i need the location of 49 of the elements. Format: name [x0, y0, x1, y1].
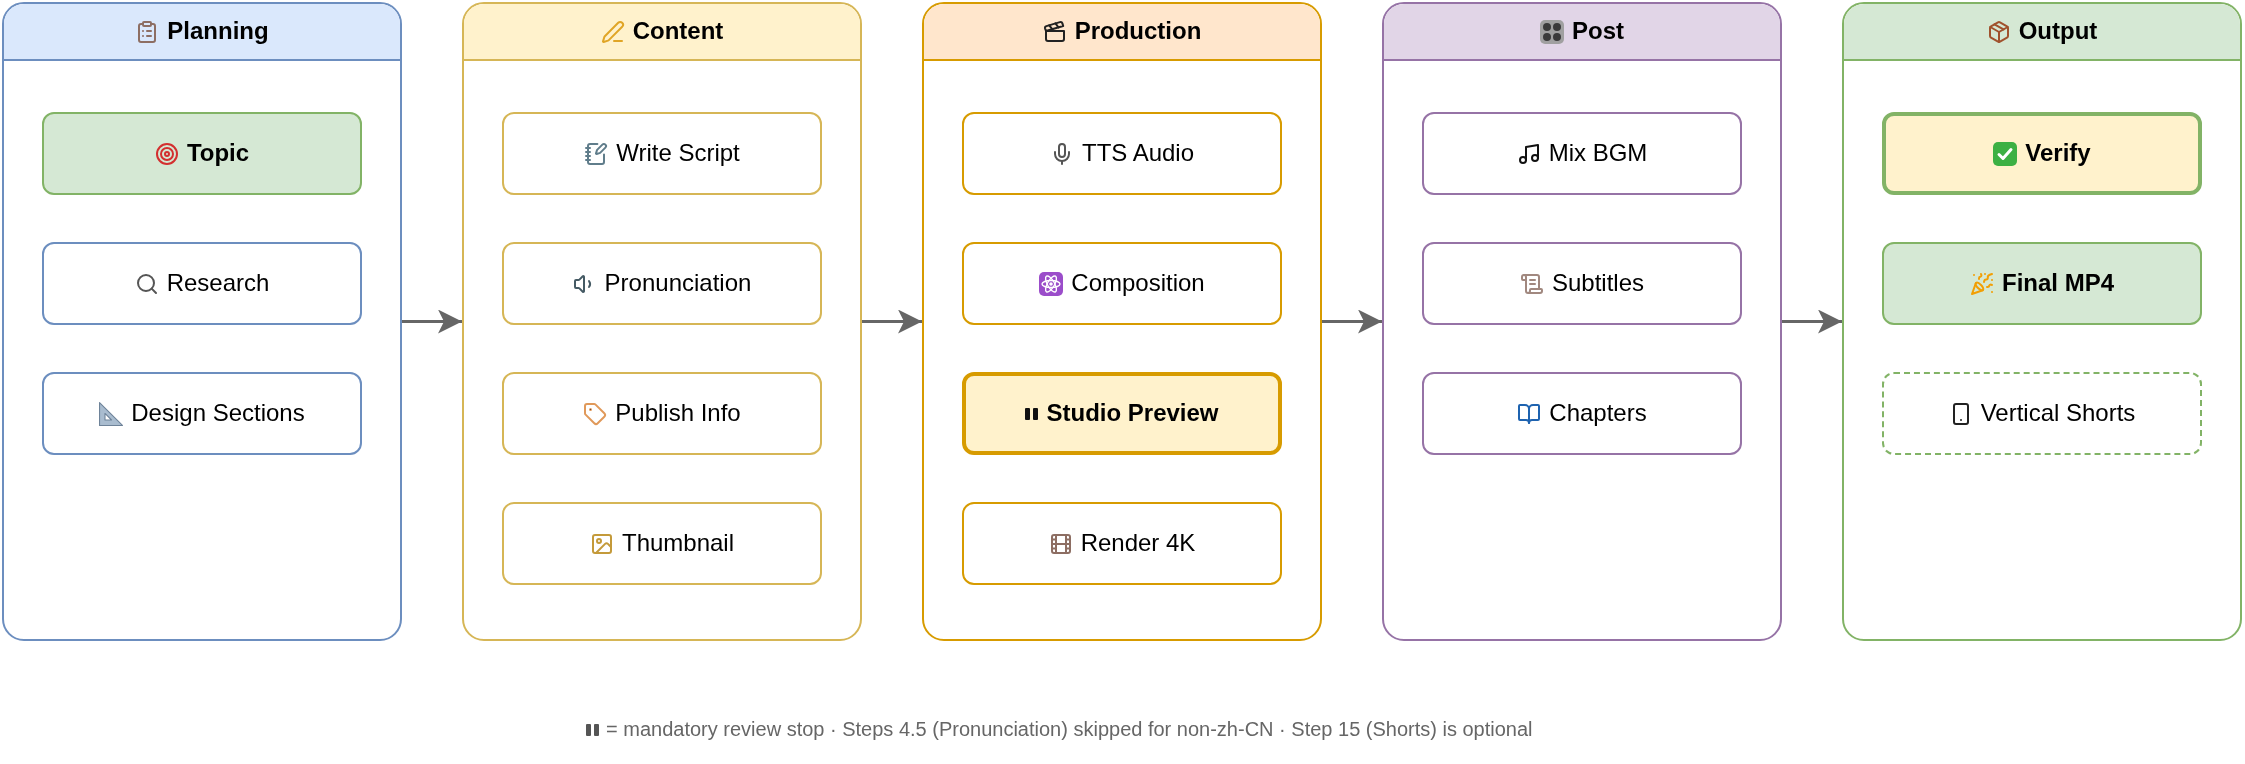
step-label: Subtitles: [1551, 269, 1645, 298]
process-box: [962, 502, 1282, 585]
swimlane: [462, 2, 862, 641]
swimlane: [922, 2, 1322, 641]
process-box: [1422, 372, 1742, 455]
process-box: [1422, 112, 1742, 195]
lane-title: Output: [2018, 17, 2098, 46]
step-label: Chapters: [1549, 399, 1647, 428]
step-label: Mix BGM: [1548, 139, 1648, 168]
process-box: [502, 502, 822, 585]
lane-title: Post: [1572, 17, 1624, 46]
process-box: [42, 112, 362, 195]
process-box: [502, 242, 822, 325]
process-box: [962, 112, 1282, 195]
process-box: [962, 242, 1282, 325]
process-box: [962, 372, 1282, 455]
caption-text: = mandatory review stop · Steps 4.5 (Pronunciation) skipped for non-zh-CN · Step 15 (Shorts) is optional: [606, 717, 1533, 742]
step-label: Verify: [2025, 139, 2091, 168]
step-label: Research: [166, 269, 270, 298]
process-box: [1882, 112, 2202, 195]
step-label: Studio Preview: [1046, 399, 1219, 428]
arrow: [862, 309, 922, 334]
step-label: Vertical Shorts: [1980, 399, 2136, 428]
step-label: Composition: [1071, 269, 1205, 298]
process-box: [42, 242, 362, 325]
swimlane: [1382, 2, 1782, 641]
step-label: TTS Audio: [1081, 139, 1195, 168]
step-label: Topic: [186, 139, 250, 168]
swimlane: [1842, 2, 2242, 641]
process-box: [1422, 242, 1742, 325]
step-label: Write Script: [616, 139, 740, 168]
step-label: Publish Info: [615, 399, 741, 428]
process-box: [1882, 372, 2202, 455]
process-box: [502, 112, 822, 195]
process-box: [502, 372, 822, 455]
process-box: [42, 372, 362, 455]
swimlane: [2, 2, 402, 641]
step-label: Render 4K: [1080, 529, 1196, 558]
lane-title: Planning: [167, 17, 269, 46]
lane-title: Production: [1074, 17, 1202, 46]
lane-title: Content: [632, 17, 724, 46]
arrow: [402, 309, 462, 334]
step-label: Final MP4: [2002, 269, 2114, 298]
step-label: Design Sections: [131, 399, 305, 428]
step-label: Thumbnail: [621, 529, 735, 558]
process-box: [1882, 242, 2202, 325]
arrow: [1782, 309, 1842, 334]
step-label: Pronunciation: [604, 269, 752, 298]
arrow: [1322, 309, 1382, 334]
